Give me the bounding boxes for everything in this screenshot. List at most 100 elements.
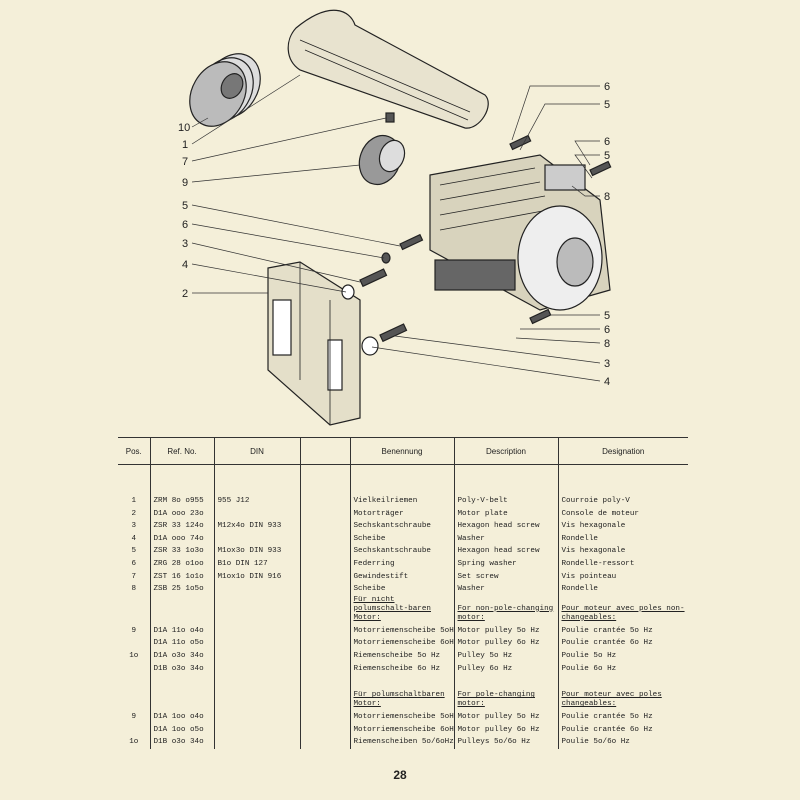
table-cell: D1A 11o o4o <box>149 624 214 638</box>
callout-label: 6 <box>604 324 610 336</box>
table-cell: Poulie 6o Hz <box>557 662 688 676</box>
table-cell <box>118 663 150 676</box>
table-cell: 6 <box>131 559 137 568</box>
table-cell: Console de moteur <box>557 507 688 521</box>
table-cell: Poulie 5o/6o Hz <box>557 736 688 749</box>
table-cell: Hexagon head screw <box>453 545 558 558</box>
header-din: DIN <box>213 437 300 465</box>
table-cell <box>349 675 454 686</box>
table-cell <box>299 736 350 749</box>
callout-label: 5 <box>604 150 610 162</box>
table-cell <box>557 675 688 686</box>
table-cell: Poulie 5o Hz <box>557 649 688 663</box>
table-cell <box>213 583 300 596</box>
table-cell <box>149 675 214 686</box>
poly-v-belt-drawing <box>287 9 489 129</box>
callout-label: 6 <box>604 81 610 93</box>
table-cell: ZSR 33 124o <box>149 520 214 533</box>
table-cell: ZSB 25 1o5o <box>149 583 214 596</box>
table-cell: Washer <box>453 532 558 546</box>
table-cell: Motorriemenscheibe 6oH <box>349 723 454 737</box>
table-cell: 2 <box>131 509 137 518</box>
table-cell: 1o <box>129 651 139 660</box>
table-cell: Poulie crantée 6o Hz <box>557 723 688 737</box>
set-screw-drawing <box>385 112 395 123</box>
table-cell: D1A 11o o5o <box>149 637 214 650</box>
table-cell: Rondelle <box>557 532 688 546</box>
callout-label: 7 <box>182 156 188 168</box>
table-cell: 4 <box>131 534 137 543</box>
table-cell: 9 <box>131 713 137 722</box>
table-cell: ZRM 8o o955 <box>149 495 214 508</box>
table-cell: Motorriemenscheibe 5oH <box>349 711 454 724</box>
spacer-row <box>118 464 688 495</box>
table-cell <box>299 675 350 686</box>
table-cell: Pour moteur avec poles changeables: <box>557 685 688 712</box>
table-cell: Vis pointeau <box>557 570 688 584</box>
callout-label: 6 <box>182 219 188 231</box>
table-cell <box>299 520 350 533</box>
table-cell <box>118 596 150 625</box>
callout-label: 9 <box>182 177 188 189</box>
callout-label: 10 <box>178 122 190 134</box>
table-cell: Washer <box>453 583 558 596</box>
table-cell: Motorriemenscheibe 5oH <box>349 624 454 638</box>
table-cell: 8 <box>131 585 137 594</box>
section-heading: For non-pole-changing motor: <box>457 604 554 622</box>
section-heading-row: Für polumschaltbaren Motor:For pole-chan… <box>118 685 688 712</box>
page-number: 28 <box>393 768 407 782</box>
table-cell <box>213 736 300 749</box>
table-cell: 7 <box>131 572 137 581</box>
table-cell: Poulie crantée 6o Hz <box>557 637 688 650</box>
table-cell: Poly-V-belt <box>453 495 558 508</box>
callout-label: 4 <box>182 259 188 271</box>
table-cell <box>213 464 300 495</box>
table-cell: Scheibe <box>349 583 454 596</box>
table-cell: Pulley 6o Hz <box>453 662 558 676</box>
table-cell <box>299 624 350 638</box>
table-cell <box>299 507 350 521</box>
table-cell: For non-pole-changing motor: <box>453 595 558 625</box>
table-cell <box>213 685 300 712</box>
section-heading: Pour moteur avec poles changeables: <box>561 691 662 709</box>
table-cell: D1A 1oo o4o <box>149 711 214 724</box>
table-cell: Für polumschaltbaren Motor: <box>349 685 454 712</box>
table-cell: Motor pulley 5o Hz <box>453 711 558 724</box>
table-cell <box>557 464 688 495</box>
table-cell: Motorriemenscheibe 6oH <box>349 637 454 650</box>
table-cell: 1o <box>129 738 139 747</box>
callout-label: 1 <box>182 139 188 151</box>
callout-label: 6 <box>604 136 610 148</box>
table-cell <box>299 685 350 712</box>
table-cell <box>213 723 300 737</box>
table-cell <box>299 723 350 737</box>
table-cell: Set screw <box>453 570 558 584</box>
table-cell: Motor pulley 6o Hz <box>453 723 558 737</box>
callout-label: 8 <box>604 191 610 203</box>
callout-label: 5 <box>182 200 188 212</box>
table-cell <box>213 507 300 521</box>
table-cell: 5 <box>131 547 137 556</box>
table-cell: Riemenscheibe 6o Hz <box>349 662 454 676</box>
table-cell: Hexagon head screw <box>453 520 558 533</box>
table-cell <box>299 662 350 676</box>
header-benennung: Benennung <box>349 437 454 465</box>
table-cell: M1ox1o DIN 916 <box>213 570 300 584</box>
table-cell <box>299 557 350 571</box>
motor-pulley-drawing <box>358 134 406 186</box>
table-cell <box>299 545 350 558</box>
callout-label: 3 <box>182 238 188 250</box>
table-cell <box>213 595 300 625</box>
table-cell <box>349 464 454 495</box>
table-cell: For pole-changing motor: <box>453 685 558 712</box>
parts-list-table: Pos. Ref. No. DIN Benennung Description … <box>118 437 688 749</box>
